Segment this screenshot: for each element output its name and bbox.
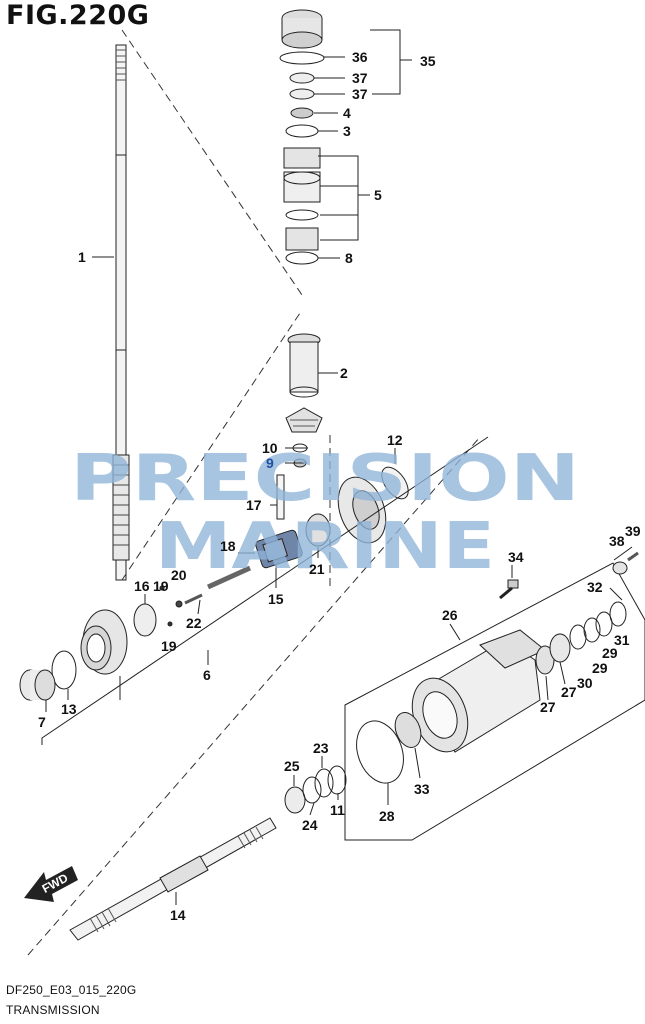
watermark-line-2: MARINE [155, 510, 495, 584]
circlip-part-31 [609, 601, 627, 627]
callout-38: 38 [609, 533, 625, 549]
pinion-gear [285, 407, 323, 433]
screw-part-39 [627, 551, 639, 562]
bearing-part-7 [19, 669, 56, 701]
seal-part-29b [595, 611, 613, 637]
callout-9: 9 [266, 455, 274, 471]
clutch-part-15 [255, 529, 303, 569]
callout-4: 4 [343, 105, 351, 121]
seal-part-37b [289, 88, 315, 100]
callout-1: 1 [78, 249, 86, 265]
guide-lines [27, 29, 481, 956]
callout-19-a: 19 [153, 578, 169, 594]
figure-name: TRANSMISSION [6, 1003, 100, 1017]
pump-case-part-35 [281, 9, 323, 49]
leader-lines [45, 29, 633, 905]
bearing-part-5 [283, 147, 321, 251]
driveshaft-part-1 [112, 44, 130, 581]
o-ring-part-36 [279, 51, 325, 65]
callout-12: 12 [387, 432, 403, 448]
housing-group-box [344, 562, 645, 841]
callout-35: 35 [420, 53, 436, 69]
callout-34: 34 [508, 549, 524, 565]
bearing-housing-part-26 [411, 629, 546, 753]
washer-part-25 [284, 786, 306, 814]
callout-28: 28 [379, 808, 395, 824]
washer-part-16 [133, 603, 157, 637]
callout-7: 7 [38, 714, 46, 730]
watermark-line-1: PRECISION [70, 442, 580, 516]
callout-33: 33 [414, 781, 430, 797]
bushing-part-21 [305, 513, 331, 547]
ball-part-19a [159, 585, 165, 591]
fwd-direction-arrow: FWD [24, 866, 78, 902]
callout-15: 15 [268, 591, 284, 607]
shim-part-8 [285, 251, 319, 265]
callout-10: 10 [262, 440, 278, 456]
callout-22: 22 [186, 615, 202, 631]
bearing-part-27b [549, 633, 571, 663]
callout-24: 24 [302, 817, 318, 833]
bearing-part-33 [394, 712, 422, 748]
callout-8: 8 [345, 250, 353, 266]
callout-26: 26 [442, 607, 458, 623]
ball-part-19b [167, 621, 173, 627]
o-ring-part-28 [356, 720, 404, 784]
ball-part-20 [175, 600, 183, 608]
shift-rod-part-18 [206, 565, 252, 590]
callout-16: 16 [134, 578, 150, 594]
callout-17: 17 [246, 497, 262, 513]
group-bracket-6 [41, 436, 489, 745]
callout-19-b: 19 [161, 638, 177, 654]
callout-31: 31 [614, 632, 630, 648]
seal-part-37a [289, 72, 315, 84]
spring-part-22 [184, 593, 203, 605]
propeller-shaft-part-14 [69, 817, 277, 941]
callout-32: 32 [587, 579, 603, 595]
callout-23: 23 [313, 740, 329, 756]
callout-21: 21 [309, 561, 325, 577]
gear-part-6 [80, 609, 128, 675]
seal-part-4 [290, 107, 314, 119]
callout-2: 2 [340, 365, 348, 381]
bearing-part-27a [535, 645, 555, 675]
figure-code: DF250_E03_015_220G [6, 983, 137, 997]
callout-14: 14 [170, 907, 186, 923]
callout-27-a: 27 [540, 699, 556, 715]
ring-part-24 [302, 776, 322, 804]
callout-37-b: 37 [352, 86, 368, 102]
shim-part-11 [327, 765, 347, 795]
callout-25: 25 [284, 758, 300, 774]
callout-37-a: 37 [352, 70, 368, 86]
callout-29-b: 29 [592, 660, 608, 676]
ring-part-23 [314, 768, 334, 798]
pin-part-17 [276, 474, 285, 520]
callout-27-b: 27 [561, 684, 577, 700]
callout-11: 11 [330, 802, 345, 818]
callout-20: 20 [171, 567, 187, 583]
shim-part-13 [51, 650, 77, 690]
bolt-part-34 [499, 579, 519, 600]
callout-6: 6 [203, 667, 211, 683]
figure-title: FIG.220G [6, 0, 150, 31]
callout-29-a: 29 [602, 645, 618, 661]
callout-numbers: 1 2 3 4 5 6 7 8 9 10 11 12 13 14 15 16 1… [38, 49, 641, 923]
bevel-gear [337, 476, 387, 544]
seal-part-29a [583, 617, 601, 643]
ring-part-12 [381, 466, 409, 500]
callout-3: 3 [343, 123, 351, 139]
sleeve-part-2 [287, 333, 321, 398]
callout-18: 18 [220, 538, 236, 554]
callout-13: 13 [61, 701, 77, 717]
callout-30: 30 [577, 675, 593, 691]
callout-5: 5 [374, 187, 382, 203]
cap-part-38 [612, 561, 628, 575]
ring-part-3 [285, 124, 319, 138]
callout-36: 36 [352, 49, 368, 65]
callout-39: 39 [625, 523, 641, 539]
